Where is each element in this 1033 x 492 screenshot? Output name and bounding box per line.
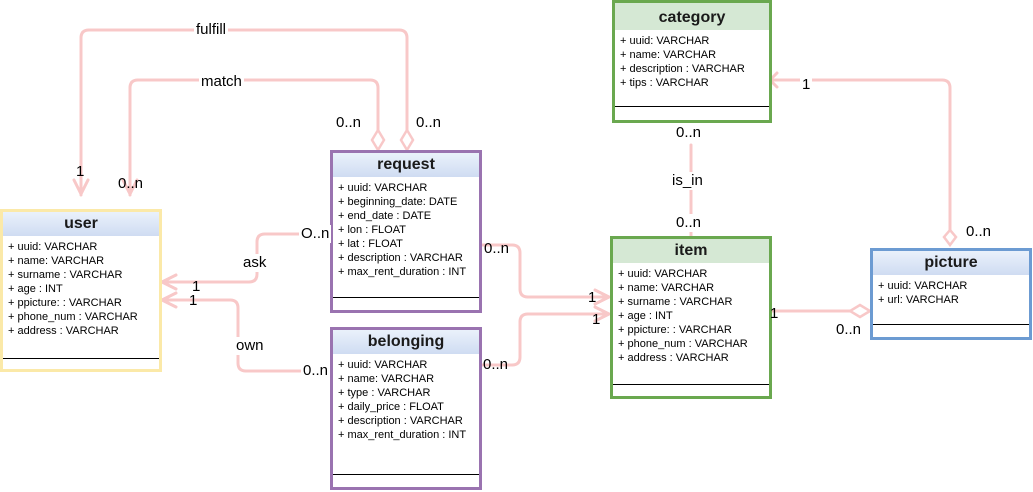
entity-request[interactable]: request + uuid: VARCHAR + beginning_date… [330, 150, 482, 313]
diamond-marker [942, 228, 958, 248]
attribute: + lat : FLOAT [338, 238, 403, 250]
entity-picture[interactable]: picture + uuid: VARCHAR + url: VARCHAR [870, 248, 1032, 340]
multiplicity-label: 1 [770, 305, 779, 322]
relation-label-own: own [234, 337, 266, 355]
attribute: + lon : FLOAT [338, 224, 406, 236]
attribute: + name: VARCHAR [620, 49, 717, 61]
category-picture-connector [768, 78, 952, 232]
entity-user-attributes: + uuid: VARCHAR + name: VARCHAR + surnam… [3, 236, 159, 338]
request-item-connector [480, 243, 610, 299]
multiplicity-label: 1 [592, 311, 601, 328]
attribute: + uuid: VARCHAR [878, 280, 968, 292]
entity-request-attributes: + uuid: VARCHAR + beginning_date: DATE +… [333, 177, 479, 279]
attribute: + surname : VARCHAR [618, 296, 733, 308]
attribute: + address : VARCHAR [618, 352, 729, 364]
attribute: + phone_num : VARCHAR [618, 338, 748, 350]
belonging-item-connector [480, 312, 610, 367]
attribute: + url: VARCHAR [878, 294, 959, 306]
entity-picture-title: picture [873, 251, 1029, 275]
entity-item[interactable]: item + uuid: VARCHAR + name: VARCHAR + s… [610, 236, 772, 399]
multiplicity-label: 0..n [336, 114, 362, 131]
own-connector [160, 298, 332, 373]
entity-belonging-title: belonging [333, 330, 479, 354]
attribute: + description : VARCHAR [338, 252, 463, 264]
multiplicity-label: 1 [588, 289, 597, 306]
attribute: + ppicture: : VARCHAR [8, 297, 122, 309]
entity-item-attributes: + uuid: VARCHAR + name: VARCHAR + surnam… [613, 263, 769, 365]
entity-belonging[interactable]: belonging + uuid: VARCHAR + name: VARCHA… [330, 327, 482, 490]
divider [873, 324, 1029, 325]
multiplicity-label: 1 [189, 292, 198, 309]
arrowhead [160, 291, 178, 309]
arrowhead [593, 288, 611, 306]
attribute: + type : VARCHAR [338, 387, 431, 399]
attribute: + tips : VARCHAR [620, 77, 709, 89]
multiplicity-label: O..n [299, 225, 332, 243]
entity-belonging-attributes: + uuid: VARCHAR + name: VARCHAR + type :… [333, 354, 479, 442]
match-connector [128, 78, 380, 197]
attribute: + description : VARCHAR [338, 415, 463, 427]
multiplicity-label: 1 [800, 76, 813, 94]
divider [3, 358, 159, 359]
attribute: + uuid: VARCHAR [618, 268, 708, 280]
attribute: + max_rent_duration : INT [338, 266, 467, 278]
divider [615, 106, 769, 107]
arrowhead [72, 178, 90, 196]
entity-user-title: user [3, 212, 159, 236]
diamond-marker [847, 303, 873, 319]
relation-label-is-in: is_in [670, 172, 705, 190]
multiplicity-label: 0..n [301, 362, 331, 380]
relation-label-ask: ask [241, 254, 269, 272]
entity-category-attributes: + uuid: VARCHAR + name: VARCHAR + descri… [615, 30, 769, 90]
arrowhead [593, 305, 611, 323]
multiplicity-label: 1 [192, 278, 201, 295]
entity-user[interactable]: user + uuid: VARCHAR + name: VARCHAR + s… [0, 209, 162, 372]
attribute: + uuid: VARCHAR [620, 35, 710, 47]
diamond-marker [370, 127, 386, 153]
attribute: + ppicture: : VARCHAR [618, 324, 732, 336]
entity-category-title: category [615, 3, 769, 30]
attribute: + name: VARCHAR [338, 373, 435, 385]
multiplicity-label: 0..n [416, 114, 442, 131]
attribute: + max_rent_duration : INT [338, 429, 467, 441]
attribute: + uuid: VARCHAR [338, 359, 428, 371]
attribute: + name: VARCHAR [618, 282, 715, 294]
entity-picture-attributes: + uuid: VARCHAR + url: VARCHAR [873, 275, 1029, 307]
divider [333, 297, 479, 298]
multiplicity-label: 0..n [674, 124, 704, 142]
entity-request-title: request [333, 153, 479, 177]
attribute: + name: VARCHAR [8, 255, 105, 267]
attribute: + phone_num : VARCHAR [8, 311, 138, 323]
attribute: + beginning_date: DATE [338, 196, 458, 208]
attribute: + uuid: VARCHAR [8, 241, 98, 253]
multiplicity-label: 0..n [118, 175, 144, 192]
multiplicity-label: 0..n [483, 356, 509, 373]
multiplicity-label: 0..n [836, 321, 862, 338]
attribute: + address : VARCHAR [8, 325, 119, 337]
arrowhead [121, 178, 139, 196]
divider [333, 474, 479, 475]
attribute: + end_date : DATE [338, 210, 432, 222]
entity-category[interactable]: category + uuid: VARCHAR + name: VARCHAR… [612, 0, 772, 123]
multiplicity-label: 0..n [674, 214, 704, 232]
attribute: + age : INT [8, 283, 63, 295]
attribute: + age : INT [618, 310, 673, 322]
diamond-marker [399, 127, 415, 153]
attribute: + uuid: VARCHAR [338, 182, 428, 194]
arrowhead [160, 273, 178, 291]
multiplicity-label: 0..n [484, 240, 510, 257]
relation-label-fulfill: fulfill [194, 21, 229, 39]
divider [613, 384, 769, 385]
attribute: + description : VARCHAR [620, 63, 745, 75]
entity-item-title: item [613, 239, 769, 263]
multiplicity-label: 0..n [966, 223, 992, 240]
attribute: + surname : VARCHAR [8, 269, 123, 281]
attribute: + daily_price : FLOAT [338, 401, 444, 413]
relation-label-match: match [199, 73, 244, 91]
multiplicity-label: 1 [76, 163, 85, 180]
fulfill-connector [79, 28, 409, 197]
